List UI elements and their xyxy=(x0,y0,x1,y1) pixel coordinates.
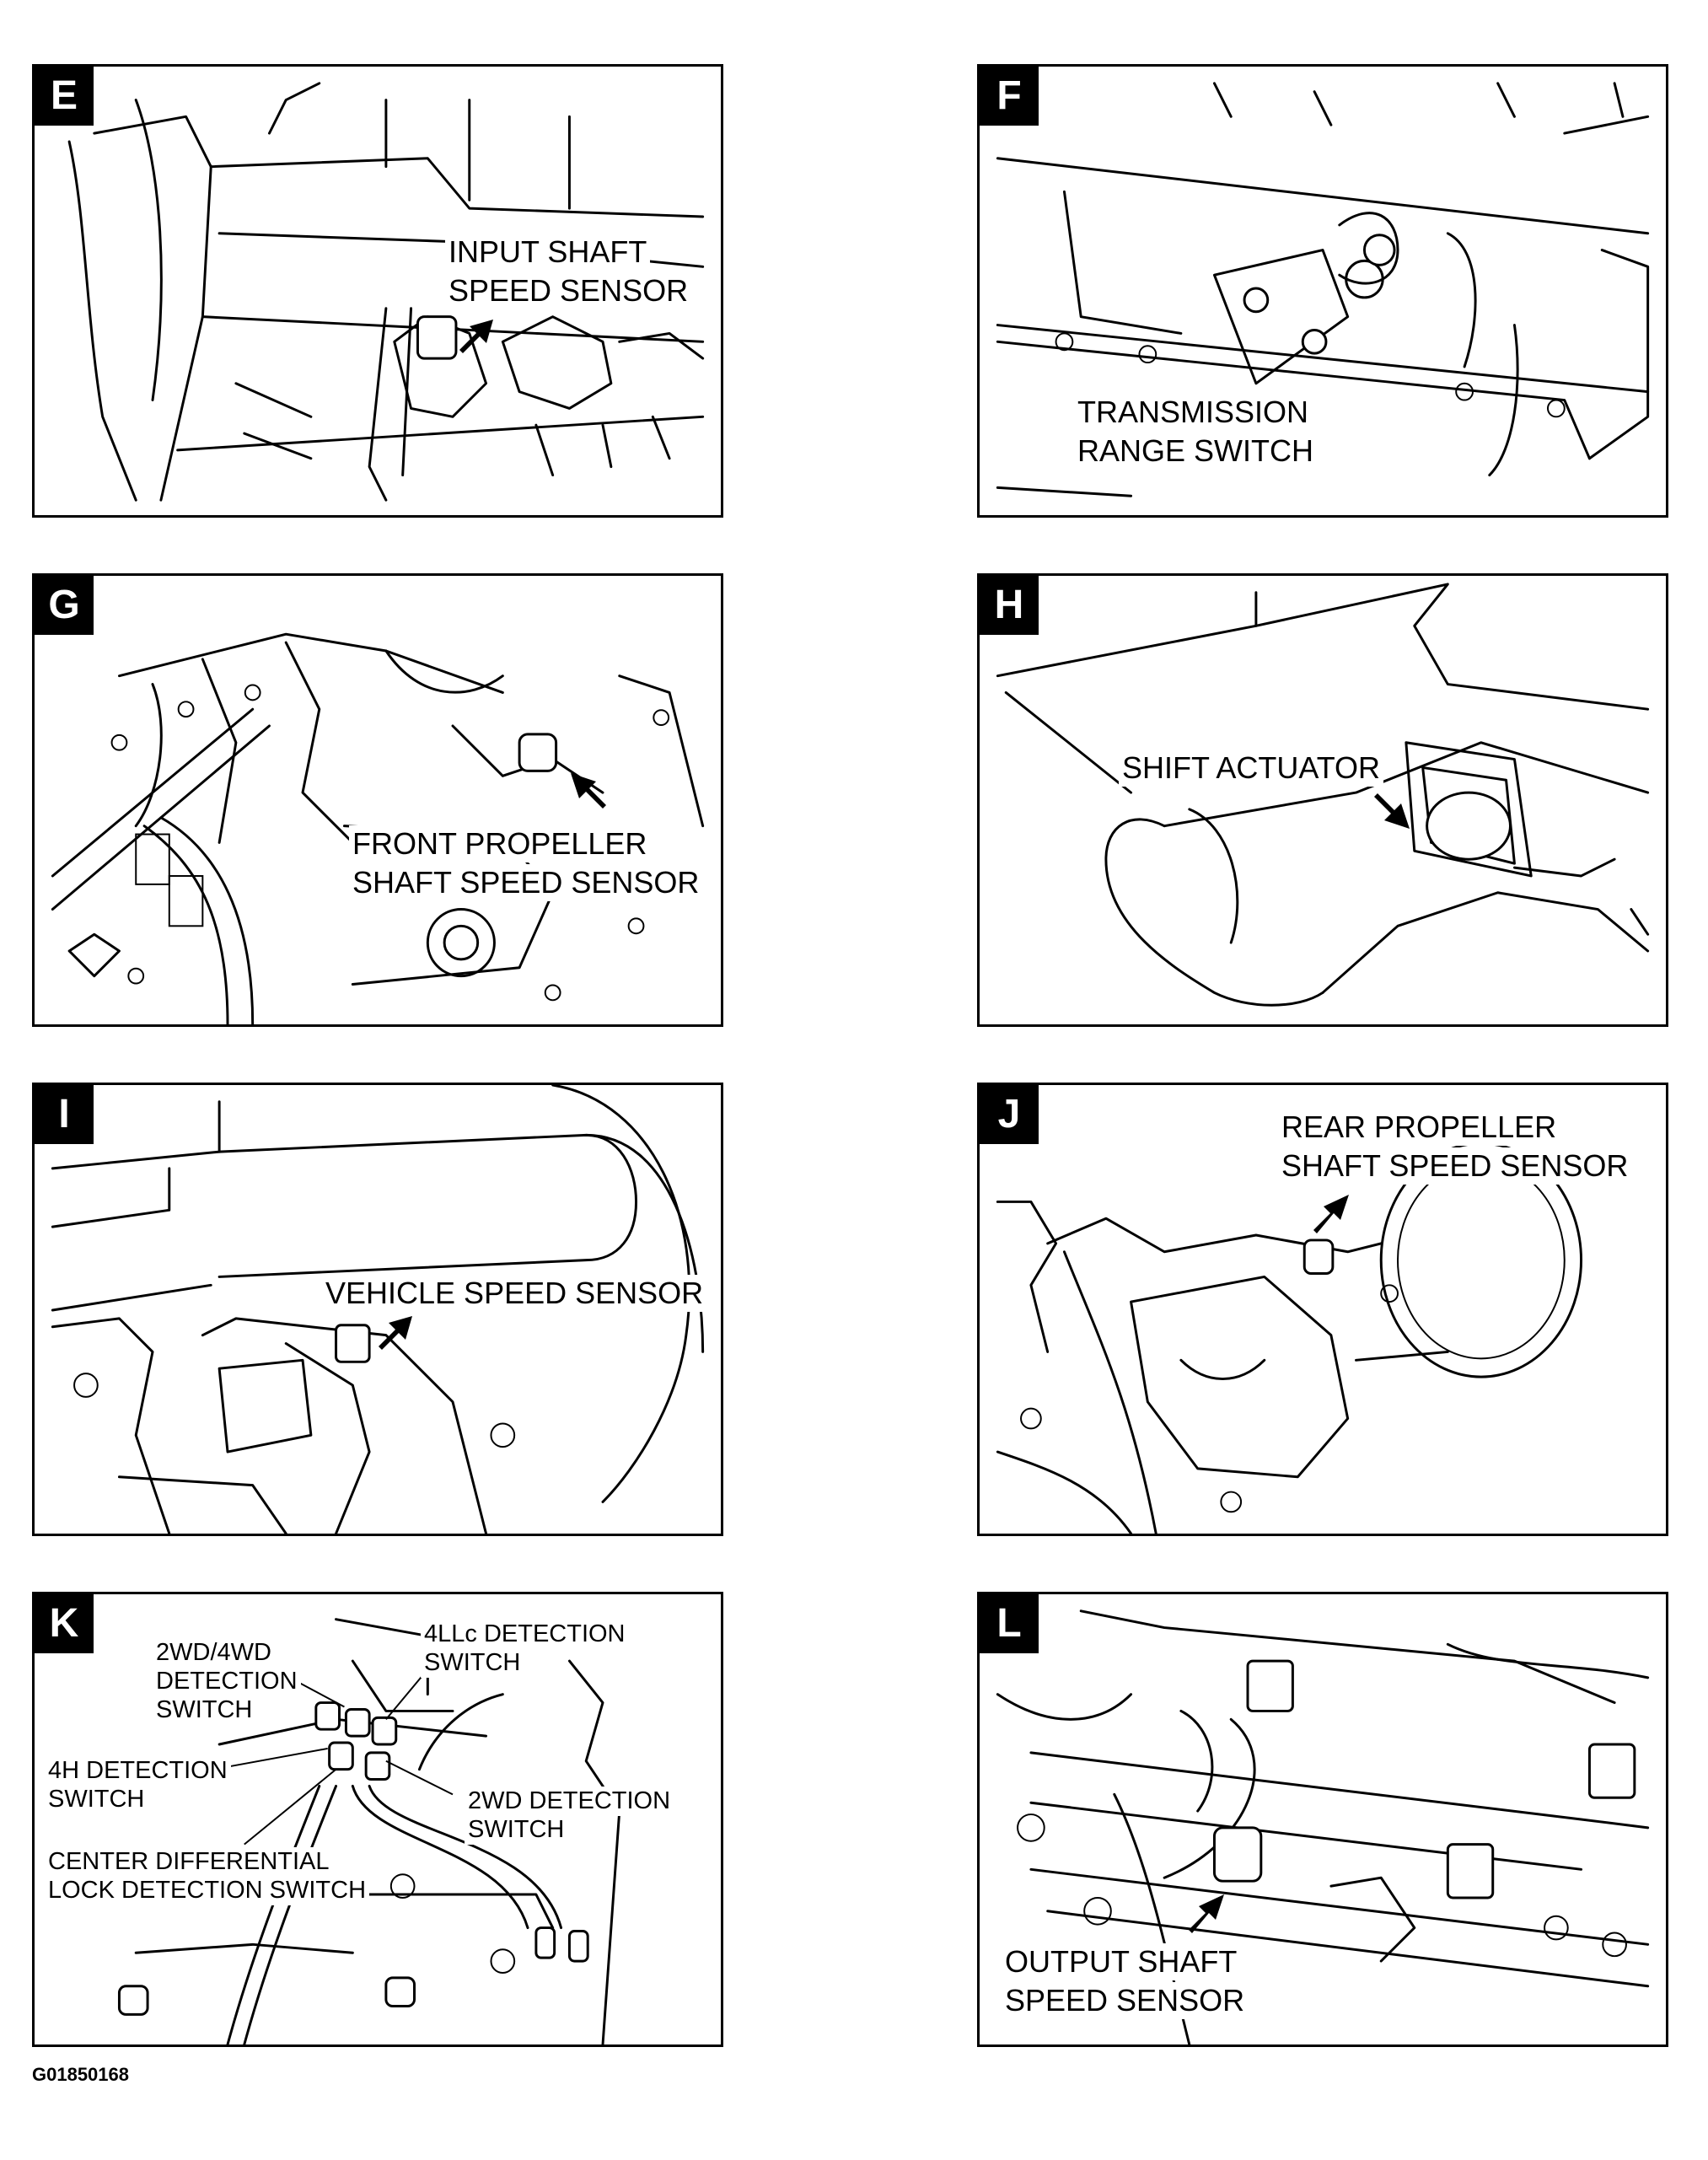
transmission-range-switch-illustration xyxy=(996,82,1650,497)
panel-i-letter: I xyxy=(35,1085,94,1144)
center-diff-lock-label-line2: LOCK DETECTION SWITCH xyxy=(45,1876,370,1905)
input-shaft-arrow-icon xyxy=(459,320,493,353)
2wd-4wd-detection-label-line1: 2WD/4WD xyxy=(153,1638,275,1668)
panel-h-letter: H xyxy=(980,576,1039,635)
2wd-detection-label-line2: SWITCH xyxy=(465,1815,568,1845)
2wd-4wd-detection-label-line3: SWITCH xyxy=(153,1695,256,1725)
panel-f-letter: F xyxy=(980,67,1039,126)
4h-detection-label-line1: 4H DETECTION xyxy=(45,1756,231,1786)
4llc-detection-label-line2: SWITCH xyxy=(421,1648,524,1678)
panel-k: K 4LLc DETECTION SWITCH 2WD/4WD DETECTIO… xyxy=(32,1592,723,2047)
panel-f: F TRANSMISSION RANGE SWITCH xyxy=(977,64,1668,518)
output-shaft-sensor-illustration xyxy=(996,1609,1650,2044)
front-propeller-label-line2: SHAFT SPEED SENSOR xyxy=(349,864,703,901)
panel-h: H SHIFT ACTUATOR xyxy=(977,573,1668,1027)
detection-switches-illustration xyxy=(117,1618,621,2044)
center-diff-lock-label-line1: CENTER DIFFERENTIAL xyxy=(45,1847,333,1877)
shift-actuator-arrow-icon xyxy=(1374,793,1410,829)
rear-propeller-arrow-icon xyxy=(1313,1195,1349,1233)
front-propeller-sensor-illustration xyxy=(51,632,705,1024)
output-shaft-arrow-icon xyxy=(1189,1894,1224,1933)
panel-l-letter: L xyxy=(980,1594,1039,1653)
panel-j: J REAR PROPELLER SHAFT SPEED SENSOR xyxy=(977,1083,1668,1536)
4llc-detection-label-line1: 4LLc DETECTION xyxy=(421,1620,629,1649)
shift-actuator-label: SHIFT ACTUATOR xyxy=(1119,750,1384,787)
output-shaft-label-line2: SPEED SENSOR xyxy=(1002,1982,1249,2019)
rear-propeller-label-line1: REAR PROPELLER xyxy=(1278,1109,1560,1146)
transmission-range-label-line1: TRANSMISSION xyxy=(1074,394,1313,431)
panel-j-letter: J xyxy=(980,1085,1039,1144)
front-propeller-label-line1: FRONT PROPELLER xyxy=(349,825,651,862)
vehicle-speed-arrow-icon xyxy=(379,1316,412,1350)
panel-g: G FRONT PROPELLER SHAFT SPEED SENSOR xyxy=(32,573,723,1027)
figure-id: G01850168 xyxy=(32,2064,129,2085)
front-propeller-arrow-icon xyxy=(571,773,606,809)
panel-l: L OUTPUT SHAFT SPEED SENSOR xyxy=(977,1592,1668,2047)
input-shaft-label-line2: SPEED SENSOR xyxy=(445,272,692,309)
transmission-range-label-line2: RANGE SWITCH xyxy=(1074,433,1318,470)
vehicle-speed-sensor-illustration xyxy=(51,1085,705,1534)
4h-detection-label-line2: SWITCH xyxy=(45,1785,148,1814)
panel-g-letter: G xyxy=(35,576,94,635)
rear-propeller-label-line2: SHAFT SPEED SENSOR xyxy=(1278,1147,1632,1185)
input-shaft-label-line1: INPUT SHAFT xyxy=(445,234,651,271)
vehicle-speed-label: VEHICLE SPEED SENSOR xyxy=(322,1275,707,1312)
panel-k-letter: K xyxy=(35,1594,94,1653)
panel-i: I VEHICLE SPEED SENSOR xyxy=(32,1083,723,1536)
2wd-4wd-detection-label-line2: DETECTION xyxy=(153,1667,301,1696)
panel-e-letter: E xyxy=(35,67,94,126)
output-shaft-label-line1: OUTPUT SHAFT xyxy=(1002,1943,1241,1980)
panel-e: E INPUT SHAFT SPEED SENSOR xyxy=(32,64,723,518)
shift-actuator-illustration xyxy=(996,583,1650,1007)
2wd-detection-label-line1: 2WD DETECTION xyxy=(465,1787,674,1816)
